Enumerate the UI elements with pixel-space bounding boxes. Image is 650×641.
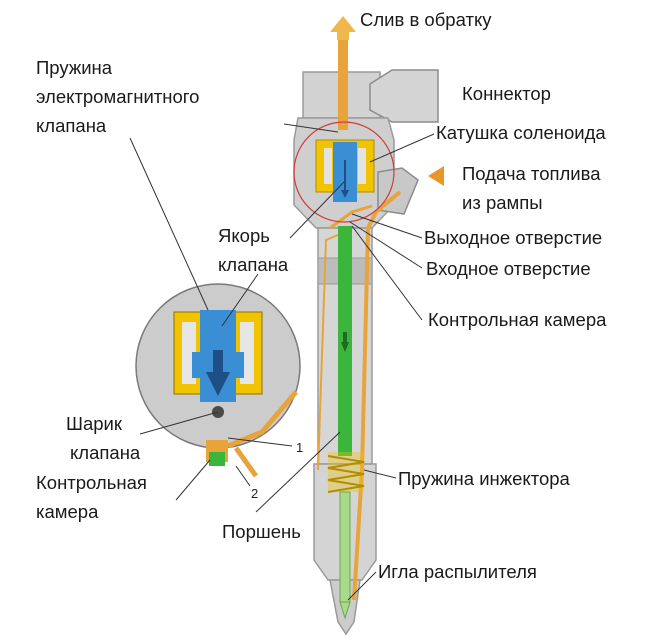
label-piston: Поршень (222, 521, 301, 542)
label-chamber2-2: камера (36, 501, 99, 522)
fuel-supply-line (352, 190, 402, 601)
drain-arrow (330, 16, 356, 40)
label-fuel-1: Подача топлива (462, 163, 601, 184)
label-armature-2: клапана (218, 254, 289, 275)
labels: Слив в обратку Коннектор Пружина электро… (36, 9, 607, 582)
magnified-inset (135, 283, 301, 478)
label-solenoid: Катушка соленоида (436, 122, 606, 143)
label-fuel-2: из рампы (462, 192, 543, 213)
injector-spring (327, 452, 365, 493)
label-connector: Коннектор (462, 83, 551, 104)
label-spring-1: Пружина (36, 57, 113, 78)
label-injector-spring: Пружина инжектора (398, 468, 571, 489)
label-armature-1: Якорь (218, 225, 270, 246)
label-chamber2-1: Контрольная (36, 472, 147, 493)
label-spring-3: клапана (36, 115, 107, 136)
nozzle-needle (339, 491, 351, 603)
valve-assembly-top (293, 121, 395, 223)
marker-2: 2 (251, 486, 258, 501)
connector-housing (369, 69, 439, 123)
drain-channel (338, 38, 348, 130)
fuel-supply-arrow (428, 166, 444, 186)
label-spring-2: электромагнитного (36, 86, 199, 107)
label-drain: Слив в обратку (360, 9, 492, 30)
label-inlet: Входное отверстие (426, 258, 591, 279)
label-ball-1: Шарик (66, 413, 123, 434)
piston-assembly (327, 226, 365, 620)
label-outlet: Выходное отверстие (424, 227, 602, 248)
label-ball-2: клапана (70, 442, 141, 463)
leader-lines (129, 123, 435, 601)
label-needle: Игла распылителя (378, 561, 537, 582)
highlight-circle (293, 121, 395, 223)
marker-1: 1 (296, 440, 303, 455)
label-control-chamber: Контрольная камера (428, 309, 607, 330)
